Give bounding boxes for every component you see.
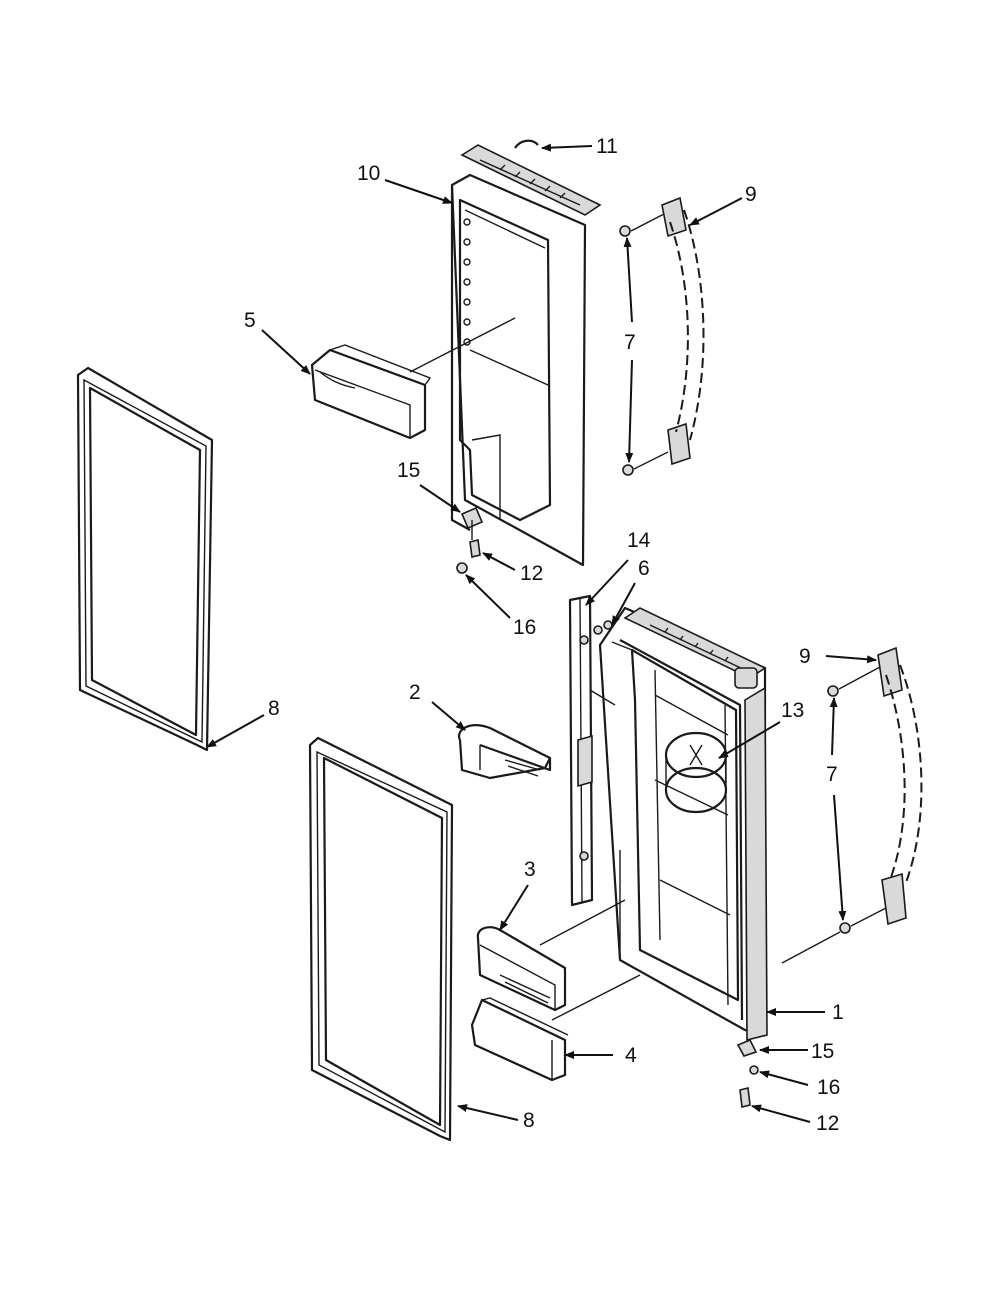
- leader-lines: [206, 143, 877, 1123]
- callout-9-upper: 9: [745, 183, 757, 206]
- callout-9-lower: 9: [799, 645, 811, 668]
- cap-part-11: [514, 139, 539, 149]
- callout-5: 5: [244, 309, 256, 332]
- bin-5-mount-line: [409, 317, 516, 373]
- bin-part-4: [470, 997, 569, 1082]
- lower-hinge-hardware: [736, 1038, 759, 1108]
- upper-handle-screws: [619, 213, 669, 476]
- hinge-bar: [568, 594, 594, 907]
- lower-door-handle: [877, 646, 923, 926]
- callout-7-lower: 7: [826, 763, 838, 786]
- callout-4: 4: [625, 1044, 637, 1067]
- bin-part-2: [457, 723, 552, 780]
- lower-handle-screws: [781, 666, 887, 964]
- callout-15-lower: 15: [811, 1040, 834, 1063]
- callout-2: 2: [409, 681, 421, 704]
- callout-14: 14: [627, 529, 651, 552]
- callout-10: 10: [357, 162, 380, 185]
- callout-7-upper: 7: [624, 331, 636, 354]
- lower-door-gasket: [308, 736, 454, 1142]
- lower-door-top-cap: [623, 607, 767, 689]
- callout-6: 6: [638, 557, 650, 580]
- upper-door-handle: [661, 196, 705, 466]
- callout-8-lower: 8: [523, 1109, 535, 1132]
- callout-3: 3: [524, 858, 536, 881]
- callout-13: 13: [781, 699, 804, 722]
- callout-labels: 11 10 9 7 5 15 12 16 14 6 8 2 9 13 7 3 1…: [244, 135, 844, 1135]
- bin-3-mount-line: [539, 899, 626, 946]
- upper-door-liner: [450, 173, 587, 567]
- callout-12-lower: 12: [816, 1112, 839, 1135]
- upper-door-bin: [310, 344, 432, 440]
- callout-8-upper: 8: [268, 697, 280, 720]
- upper-hinge-hardware: [456, 506, 484, 574]
- callout-11: 11: [596, 135, 618, 158]
- callout-1: 1: [832, 1001, 844, 1024]
- upper-door-gasket: [76, 366, 214, 752]
- callout-12-upper: 12: [520, 562, 543, 585]
- hinge-screws-6: [593, 620, 633, 651]
- upper-door-top-cap: [460, 144, 602, 216]
- shelf-notches: [463, 218, 471, 346]
- lower-door-liner: [589, 606, 768, 1042]
- bin-part-3: [476, 926, 567, 1012]
- dispenser-module: [664, 731, 728, 814]
- callout-16-upper: 16: [513, 616, 536, 639]
- callout-16-lower: 16: [817, 1076, 840, 1099]
- bin-4-mount-line: [551, 974, 641, 1021]
- callout-15-upper: 15: [397, 459, 420, 482]
